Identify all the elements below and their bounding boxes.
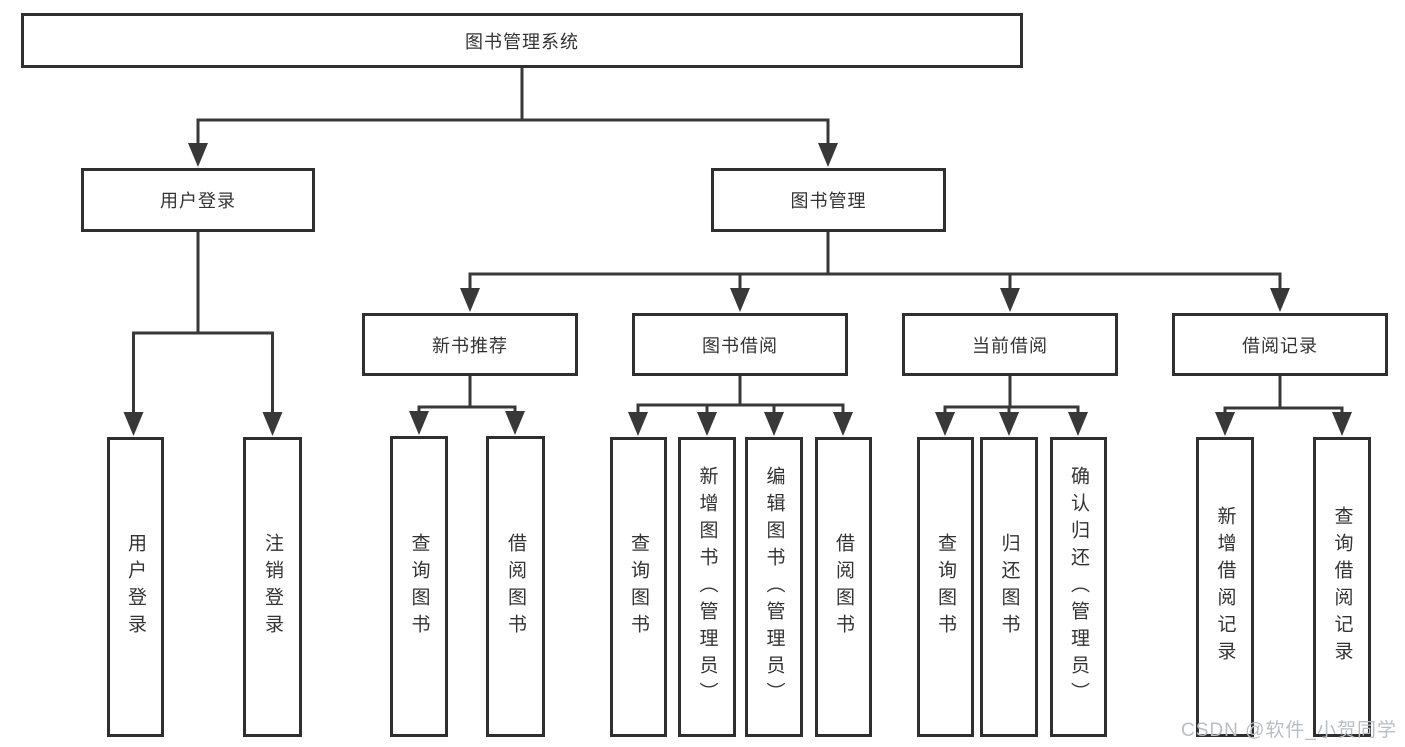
node-new-book-recommend: 新书推荐 [362,313,578,376]
arrowhead [1215,412,1235,436]
connector-book-management [468,232,1282,291]
arrowhead [123,412,144,436]
node-cb-confirm-return-admin: 确认归还（管理员） [1050,437,1107,737]
arrowhead [935,412,955,436]
arrowhead [1332,412,1352,436]
node-borrow-records: 借阅记录 [1172,313,1388,376]
node-br-query-record: 查询借阅记录 [1313,437,1371,737]
node-br-add-record: 新增借阅记录 [1196,437,1254,737]
arrowhead [1000,288,1020,312]
node-user-login-leaf: 用户登录 [107,437,164,737]
arrowhead [730,288,750,312]
node-nbr-borrow-books: 借阅图书 [486,436,545,737]
node-cb-return-books: 归还图书 [980,437,1038,737]
node-current-borrow: 当前借阅 [902,313,1118,376]
node-nbr-query-books: 查询图书 [390,436,448,737]
node-bb-query-books: 查询图书 [610,437,667,737]
arrowhead [188,143,208,167]
node-library-management-system: 图书管理系统 [21,13,1023,68]
arrowhead [833,412,853,436]
node-book-management: 图书管理 [711,168,946,232]
connector-borrow-records [1223,376,1344,415]
arrowhead [818,143,838,167]
watermark: CSDN @软件_小贺同学 [1181,720,1397,741]
arrowhead [409,411,429,435]
arrowhead [262,412,283,436]
node-bb-edit-books-admin: 编辑图书（管理员） [745,437,803,737]
arrowhead [460,288,480,312]
node-bb-add-books-admin: 新增图书（管理员） [678,437,736,737]
node-book-borrow: 图书借阅 [632,313,848,376]
connector-root [196,68,830,146]
connector-book-borrow [636,376,845,415]
connector-new-book-recommend [417,376,517,414]
connector-user-login [132,232,274,414]
arrowhead [764,412,784,436]
node-user-login: 用户登录 [81,168,315,232]
connector-current-borrow [943,376,1080,415]
node-bb-borrow-books: 借阅图书 [815,437,872,737]
arrowhead [628,412,648,436]
node-cb-query-books: 查询图书 [917,437,974,737]
arrowhead [1270,288,1290,312]
arrowhead [697,412,717,436]
arrowhead [999,412,1019,436]
node-logout: 注销登录 [243,437,302,737]
arrowhead [1068,412,1088,436]
arrowhead [505,411,525,435]
